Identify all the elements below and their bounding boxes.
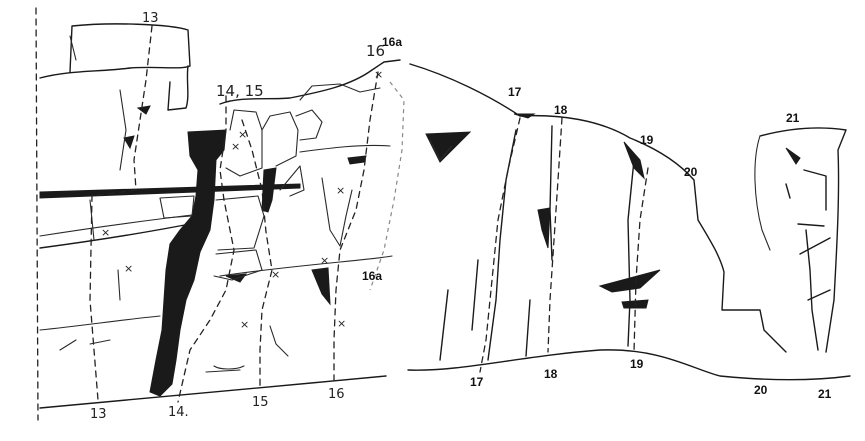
route-label-19-bottom: 19 [630, 357, 644, 371]
route-label-16a-side: 16a [362, 269, 382, 283]
bolt-mark: × [231, 140, 240, 153]
route-18-line [548, 118, 562, 352]
right-crack-mid [526, 300, 530, 356]
left-crack-d [60, 340, 110, 350]
route-label-17-bottom: 17 [470, 375, 484, 389]
right-roof-feature [426, 132, 470, 162]
route-label-17-top: 17 [508, 85, 522, 99]
right-boulder-marks [786, 184, 830, 300]
left-block-3 [296, 110, 322, 140]
bolt-mark: × [101, 226, 110, 239]
bolt-mark: × [124, 262, 133, 275]
left-top-block [40, 24, 190, 78]
left-block-7 [280, 166, 304, 196]
route-label-21-top: 21 [786, 111, 800, 125]
right-crack-17 [488, 130, 516, 360]
route-label-21-bottom: 21 [818, 387, 832, 401]
right-boulder-crack [804, 170, 826, 210]
right-boulder-notch [786, 148, 800, 164]
route-13-line [90, 26, 152, 400]
left-tiny-fill-2 [124, 136, 134, 148]
right-crack-fill [538, 208, 550, 248]
route-label-18-top: 18 [554, 103, 568, 117]
left-crack-c [118, 270, 120, 300]
right-crag-sketch: 17 18 19 20 21 17 18 19 20 21 [408, 64, 850, 401]
right-crack-left-2 [472, 260, 478, 330]
right-boulder-outline [760, 128, 846, 352]
left-block-4 [216, 196, 264, 250]
route-label-20-bottom: 20 [754, 383, 768, 397]
left-crag-sketch: × × × × × × × × × × 13 14, 15 16 16a 16a… [36, 8, 404, 422]
bolt-mark: × [374, 68, 383, 81]
right-crack-19 [628, 160, 634, 346]
bolt-mark: × [271, 268, 280, 281]
left-right-fill [312, 268, 330, 304]
left-crack-b [120, 90, 126, 170]
left-low-ledge [40, 316, 160, 330]
bolt-mark: × [320, 254, 329, 267]
route-label-16a-top: 16a [382, 35, 402, 49]
bolt-mark: × [240, 318, 249, 331]
right-crack-18 [550, 126, 552, 260]
right-main-outline [410, 64, 786, 352]
left-crack-f [206, 370, 240, 372]
left-edge-line [36, 8, 38, 420]
right-crack-left [440, 290, 448, 360]
route-19-line [634, 168, 648, 352]
route-label-14-15-top: 14, 15 [216, 82, 264, 100]
route-label-13-top: 13 [142, 11, 159, 26]
right-boulder-left-edge [755, 136, 770, 250]
left-block-edge [168, 66, 188, 110]
route-label-13-bottom: 13 [90, 407, 107, 422]
left-chimney [150, 130, 226, 396]
left-block-2 [262, 112, 298, 166]
left-small-ledge-fill [348, 156, 366, 164]
left-right-ledge [300, 145, 390, 152]
left-crack-g [214, 366, 244, 369]
route-label-16-bottom: 16 [328, 387, 345, 402]
route-label-15-bottom: 15 [252, 395, 269, 410]
bolt-mark: × [337, 317, 346, 330]
route-label-18-bottom: 18 [544, 367, 558, 381]
route-label-14-bottom: 14. [168, 405, 189, 420]
bolt-mark: × [238, 128, 247, 141]
right-summit-notch [514, 114, 534, 118]
route-label-20-top: 20 [684, 165, 698, 179]
route-label-19-top: 19 [640, 133, 654, 147]
bolt-mark: × [336, 184, 345, 197]
left-crack-e [270, 326, 288, 356]
route-16-line [334, 72, 378, 380]
left-block-6 [160, 196, 194, 218]
left-tiny-fill [138, 106, 150, 114]
